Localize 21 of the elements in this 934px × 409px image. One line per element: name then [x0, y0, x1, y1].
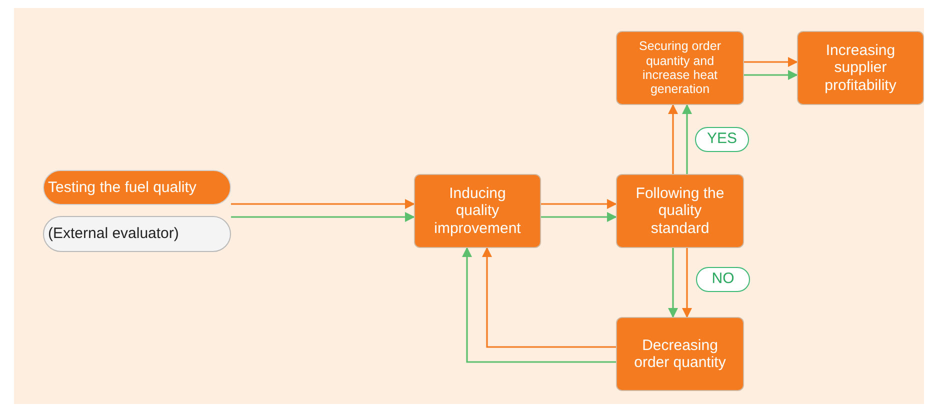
arrow [744, 57, 798, 67]
edge-label: YES [695, 127, 749, 152]
arrow [668, 248, 678, 318]
arrow [668, 104, 678, 174]
arrow [482, 247, 616, 348]
process-box: Decreasing order quantity [616, 317, 744, 391]
arrow [682, 104, 692, 174]
edge-label: NO [696, 267, 750, 292]
arrow [682, 248, 692, 318]
process-box: Inducing quality improvement [414, 174, 541, 248]
process-box: Increasing supplier profitability [797, 31, 924, 105]
arrow [744, 70, 798, 80]
process-box: Securing order quantity and increase heat generation [616, 31, 744, 105]
arrow [231, 199, 415, 209]
arrow [462, 247, 616, 363]
arrow [541, 212, 617, 222]
pill-box: (External evaluator) [43, 216, 231, 252]
process-box: Following the quality standard [616, 174, 744, 248]
pill-box: Testing the fuel quality [43, 170, 231, 205]
arrow [231, 212, 415, 222]
arrow [541, 199, 617, 209]
